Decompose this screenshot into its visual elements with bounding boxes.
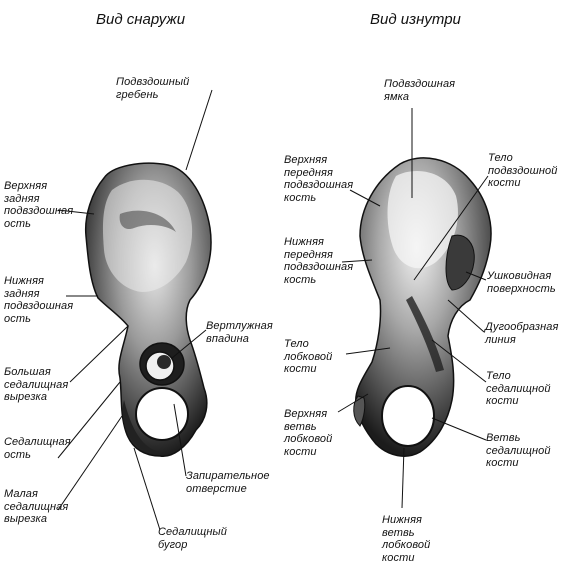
outer-view-title: Вид снаружи bbox=[96, 11, 186, 28]
acetabulum-fossa bbox=[157, 355, 171, 369]
ischial-body-shade bbox=[122, 400, 160, 453]
label-iliac-crest: Подвздошный гребень bbox=[116, 76, 190, 101]
inner-view-title: Вид изнутри bbox=[370, 11, 461, 28]
leader-anterior-inferior-spine bbox=[341, 259, 373, 263]
label-ischial-ramus: Ветвь седалищной кости bbox=[486, 432, 551, 469]
label-body-of-ischium: Тело седалищной кости bbox=[486, 370, 551, 407]
leader-superior-pubic-ramus bbox=[337, 393, 369, 413]
leader-obturator-foramen bbox=[173, 403, 187, 477]
label-anterior-superior-spine: Верхняя передняя подвздошная кость bbox=[284, 154, 354, 204]
leader-anterior-superior-spine bbox=[349, 189, 381, 207]
leader-acetabulum bbox=[171, 329, 207, 359]
leader-iliac-crest bbox=[185, 89, 213, 171]
outer-iliac-wing-shade bbox=[102, 179, 193, 292]
outer-gluteal-shadow bbox=[119, 210, 176, 232]
label-arcuate-line: Дугообразная линия bbox=[485, 321, 559, 346]
label-body-of-pubis: Тело лобковой кости bbox=[284, 338, 333, 375]
leader-ischial-tuberosity bbox=[133, 447, 161, 531]
leader-inferior-pubic-ramus bbox=[401, 447, 405, 509]
label-posterior-superior-spine: Верхняя задняя подвздошная ость bbox=[4, 180, 74, 230]
leader-ischial-spine bbox=[57, 381, 121, 459]
label-greater-sciatic-notch: Большая седалищная вырезка bbox=[4, 366, 69, 403]
label-superior-pubic-ramus: Верхняя ветвь лобковой кости bbox=[284, 408, 333, 458]
leader-auricular-surface bbox=[465, 271, 487, 281]
leader-body-of-ischium bbox=[431, 339, 487, 383]
left-leader-lines bbox=[57, 89, 213, 531]
leader-ischial-ramus bbox=[431, 417, 487, 441]
pubic-symphysis bbox=[353, 395, 366, 427]
inner-iliac-fossa-highlight bbox=[387, 170, 458, 269]
arcuate-line-shade bbox=[406, 296, 444, 372]
leader-body-of-pubis bbox=[345, 347, 391, 355]
auricular-surface bbox=[445, 234, 475, 291]
leader-body-of-ilium bbox=[413, 175, 489, 281]
label-obturator-foramen: Запирательное отверстие bbox=[186, 470, 270, 495]
obturator-foramen-outer bbox=[135, 387, 189, 441]
label-ischial-spine: Седалищная ость bbox=[4, 436, 71, 461]
label-iliac-fossa: Подвздошная ямка bbox=[384, 78, 456, 103]
hip-bone-inner-view bbox=[353, 157, 492, 457]
label-body-of-ilium: Тело подвздошной кости bbox=[488, 152, 558, 189]
hip-bone-outer-view bbox=[84, 162, 212, 457]
leader-posterior-superior-spine bbox=[57, 209, 95, 215]
label-ischial-tuberosity: Седалищный бугор bbox=[158, 526, 227, 551]
label-auricular-surface: Ушковидная поверхность bbox=[487, 270, 556, 295]
leader-arcuate-line bbox=[447, 299, 485, 333]
leader-greater-sciatic-notch bbox=[69, 325, 129, 383]
label-lesser-sciatic-notch: Малая седалищная вырезка bbox=[4, 488, 69, 525]
label-inferior-pubic-ramus: Нижняя ветвь лобковой кости bbox=[382, 514, 431, 564]
leader-lesser-sciatic-notch bbox=[57, 415, 123, 511]
label-acetabulum: Вертлужная впадина bbox=[206, 320, 273, 345]
obturator-foramen-inner bbox=[381, 385, 435, 447]
label-anterior-inferior-spine: Нижняя передняя подвздошная кость bbox=[284, 236, 354, 286]
right-leader-lines bbox=[337, 108, 489, 509]
label-posterior-inferior-spine: Нижняя задняя подвздошная ость bbox=[4, 275, 74, 325]
